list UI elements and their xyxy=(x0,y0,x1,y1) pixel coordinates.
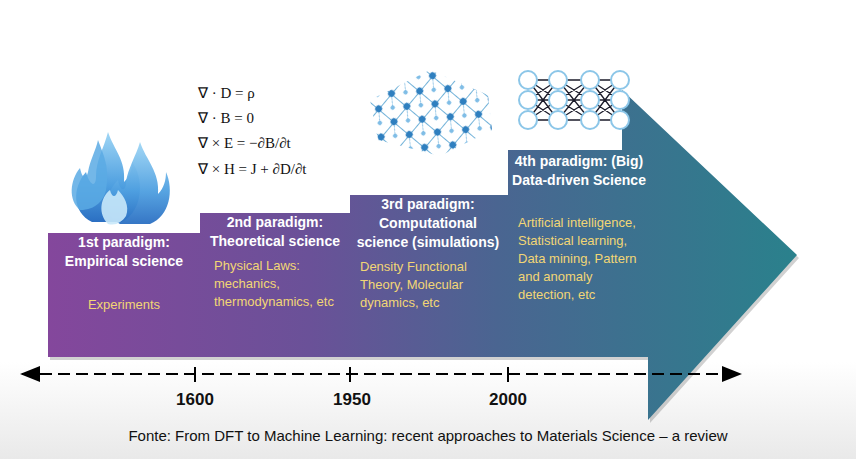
crystal-lattice xyxy=(370,70,492,156)
source-caption: Fonte: From DFT to Machine Learning: rec… xyxy=(0,427,856,444)
paradigm-step: 4th paradigm: (Big) Data-driven ScienceA… xyxy=(512,152,646,304)
flame-icon xyxy=(72,132,170,225)
paradigm-heading: 2nd paradigm: Theoretical science xyxy=(204,213,346,251)
paradigm-heading: 1st paradigm: Empirical science xyxy=(50,233,198,271)
maxwell-equation: ∇ × H = J + ∂D/∂t xyxy=(198,160,307,178)
timeline-year: 1950 xyxy=(322,390,382,410)
paradigm-description: Experiments xyxy=(50,296,198,314)
paradigm-heading: 3rd paradigm: Computational science (sim… xyxy=(352,195,504,252)
paradigm-heading: 4th paradigm: (Big) Data-driven Science xyxy=(512,152,646,190)
maxwell-equation: ∇ × E = −∂B/∂t xyxy=(198,134,291,152)
timeline-ticks xyxy=(195,367,508,382)
timeline-year: 2000 xyxy=(478,390,538,410)
paradigm-step: 2nd paradigm: Theoretical sciencePhysica… xyxy=(204,213,346,311)
timeline-year: 1600 xyxy=(165,390,225,410)
paradigm-step: 1st paradigm: Empirical scienceExperimen… xyxy=(50,233,198,314)
paradigm-step: 3rd paradigm: Computational science (sim… xyxy=(352,195,504,312)
paradigm-description: Artificial intelligence, Statistical lea… xyxy=(512,214,646,304)
footer-band xyxy=(0,362,856,459)
neural-network-icon xyxy=(519,71,629,129)
maxwell-equation: ∇ · D = ρ xyxy=(198,84,255,102)
paradigm-description: Density Functional Theory, Molecular dyn… xyxy=(352,258,504,312)
timeline xyxy=(22,373,740,375)
paradigm-description: Physical Laws: mechanics, thermodynamics… xyxy=(204,257,346,311)
maxwell-equation: ∇ · B = 0 xyxy=(198,109,254,127)
